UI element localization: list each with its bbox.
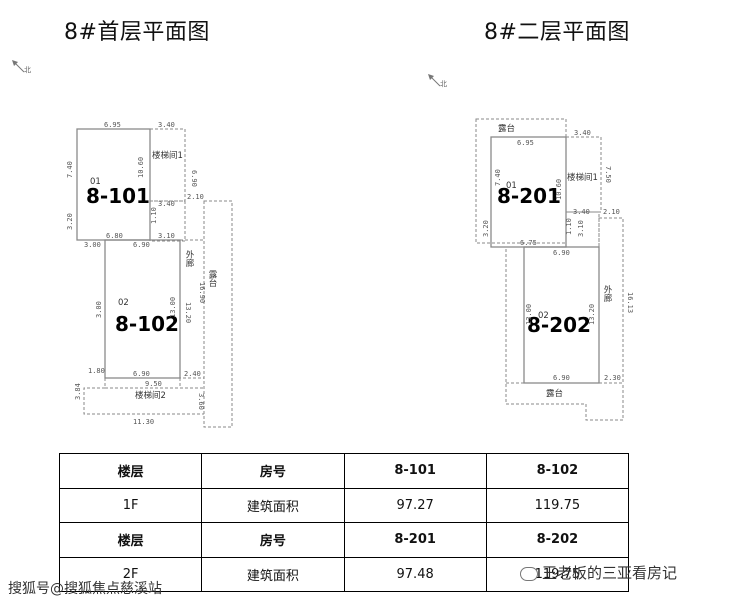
dimension-label: 3.40 <box>158 200 175 208</box>
area-table: 楼层 房号 8-101 8-102 1F 建筑面积 97.27 119.75 楼… <box>58 453 630 592</box>
dimension-label: 6.95 <box>517 139 534 147</box>
table-cell: 2F <box>58 556 203 592</box>
dimension-label: 3.40 <box>573 208 590 216</box>
north-arrow-icon: 北 <box>12 60 31 74</box>
stair1-label: 楼梯间1 <box>567 172 598 183</box>
table-row: 2F 建筑面积 97.48 119.75 <box>58 556 630 592</box>
north-arrow-icon: 北 <box>428 74 447 88</box>
watermark-right-text: 王老板的三亚看房记 <box>542 564 678 582</box>
unit-label-8-101: 8-101 <box>86 184 150 208</box>
terrace-top-label: 露台 <box>498 123 515 134</box>
dimension-label: 3.10 <box>158 232 175 240</box>
wechat-icon <box>520 566 538 581</box>
room-number: 01 <box>90 177 101 187</box>
stair2-outline <box>83 378 204 415</box>
table-cell: 97.48 <box>343 556 487 592</box>
terrace-bottom-label: 露台 <box>546 388 563 399</box>
table-cell: 房号 <box>201 453 345 489</box>
table-cell: 8-101 <box>343 453 487 489</box>
terrace-outline <box>203 200 233 428</box>
stair1-label: 楼梯间1 <box>152 150 183 161</box>
dimension-label: 2.10 <box>603 208 620 216</box>
dimension-label: 2.10 <box>187 193 204 201</box>
table-cell: 建筑面积 <box>201 556 345 592</box>
room-number: 01 <box>506 181 517 191</box>
floor-plans: 北 北 楼梯间1 外廊 露台 楼梯间2 01 02 8-101 8-102 6.… <box>12 60 634 428</box>
table-cell: 楼层 <box>58 522 203 558</box>
dimension-label: 3.60 <box>197 393 205 410</box>
table-row: 1F 建筑面积 97.27 119.75 <box>58 487 630 523</box>
dimension-label: 6.90 <box>133 241 150 249</box>
dimension-label: 16.13 <box>626 292 634 313</box>
dimension-label: 6.90 <box>553 249 570 257</box>
dimension-label: 13.20 <box>588 304 596 325</box>
dimension-label: 6.80 <box>106 232 123 240</box>
dimension-label: 2.30 <box>604 374 621 382</box>
dimension-label: 10.60 <box>137 157 145 178</box>
table-row: 楼层 房号 8-101 8-102 <box>58 453 630 489</box>
table-cell: 8-102 <box>485 453 630 489</box>
table-row: 楼层 房号 8-201 8-202 <box>58 522 630 558</box>
dimension-label: 3.40 <box>158 121 175 129</box>
table-cell: 8-202 <box>485 522 630 558</box>
dimension-label: 3.20 <box>482 220 490 237</box>
dimension-label: 1.80 <box>88 367 105 375</box>
connector-outline <box>149 200 186 242</box>
dimension-label: 6.90 <box>553 374 570 382</box>
dimension-label: 3.84 <box>74 383 82 400</box>
corridor-label: 外廊 <box>602 284 612 303</box>
stair1-outline <box>149 128 186 202</box>
dimension-label: 1.10 <box>565 218 573 235</box>
first-floor-plan: 楼梯间1 外廊 露台 楼梯间2 01 02 8-101 8-102 6.95 3… <box>66 121 233 428</box>
dimension-label: 1.10 <box>150 207 158 224</box>
dimension-label: 7.50 <box>604 166 612 183</box>
table-cell: 房号 <box>201 522 345 558</box>
room-number: 02 <box>538 311 549 321</box>
dimension-label: 3.40 <box>574 129 591 137</box>
dimension-label: 6.75 <box>520 239 537 247</box>
dimension-label: 16.90 <box>198 282 206 303</box>
dimension-label: 7.40 <box>494 169 502 186</box>
dimension-label: 3.20 <box>66 213 74 230</box>
table-cell: 97.27 <box>343 487 487 523</box>
table-cell: 楼层 <box>58 453 203 489</box>
stair2-label: 楼梯间2 <box>135 390 166 401</box>
room-number: 02 <box>118 298 129 308</box>
dimension-label: 13.20 <box>184 302 192 323</box>
dimension-label: 10.60 <box>555 179 563 200</box>
unit-label-8-102: 8-102 <box>115 312 179 336</box>
watermark-left: 搜狐号@搜狐焦点慈溪站 <box>8 581 162 597</box>
table-cell: 8-201 <box>343 522 487 558</box>
dimension-label: 3.10 <box>577 220 585 237</box>
table-cell: 建筑面积 <box>201 487 345 523</box>
dimension-label: 6.90 <box>190 170 198 187</box>
table-cell: 119.75 <box>485 487 630 523</box>
terrace-bottom-outline <box>505 246 624 421</box>
north-label: 北 <box>24 66 31 74</box>
dimension-label: 13.00 <box>525 304 533 325</box>
dimension-label: 6.90 <box>133 370 150 378</box>
dimension-label: 3.00 <box>84 241 101 249</box>
plan-title-first-floor: 8#首层平面图 <box>64 20 210 45</box>
dimension-label: 3.00 <box>95 301 103 318</box>
dimension-label: 2.40 <box>184 370 201 378</box>
dimension-label: 6.95 <box>104 121 121 129</box>
watermark-right: 王老板的三亚看房记 <box>520 562 677 583</box>
second-floor-plan: 露台 楼梯间1 外廊 露台 01 02 8-201 8-202 6.95 3.4… <box>475 118 634 421</box>
dimension-label: 13.00 <box>169 297 177 318</box>
table-cell: 1F <box>58 487 203 523</box>
unit-label-8-201: 8-201 <box>497 184 561 208</box>
dimension-label: 11.30 <box>133 418 154 426</box>
plan-title-second-floor: 8#二层平面图 <box>484 20 630 45</box>
dimension-label: 9.50 <box>145 380 162 388</box>
dimension-label: 7.40 <box>66 161 74 178</box>
terrace-label: 露台 <box>207 270 217 288</box>
table-cell: 119.75 <box>485 556 630 592</box>
unit-label-8-202: 8-202 <box>527 313 591 337</box>
corridor-label: 外廊 <box>184 249 194 267</box>
north-label: 北 <box>440 80 447 88</box>
